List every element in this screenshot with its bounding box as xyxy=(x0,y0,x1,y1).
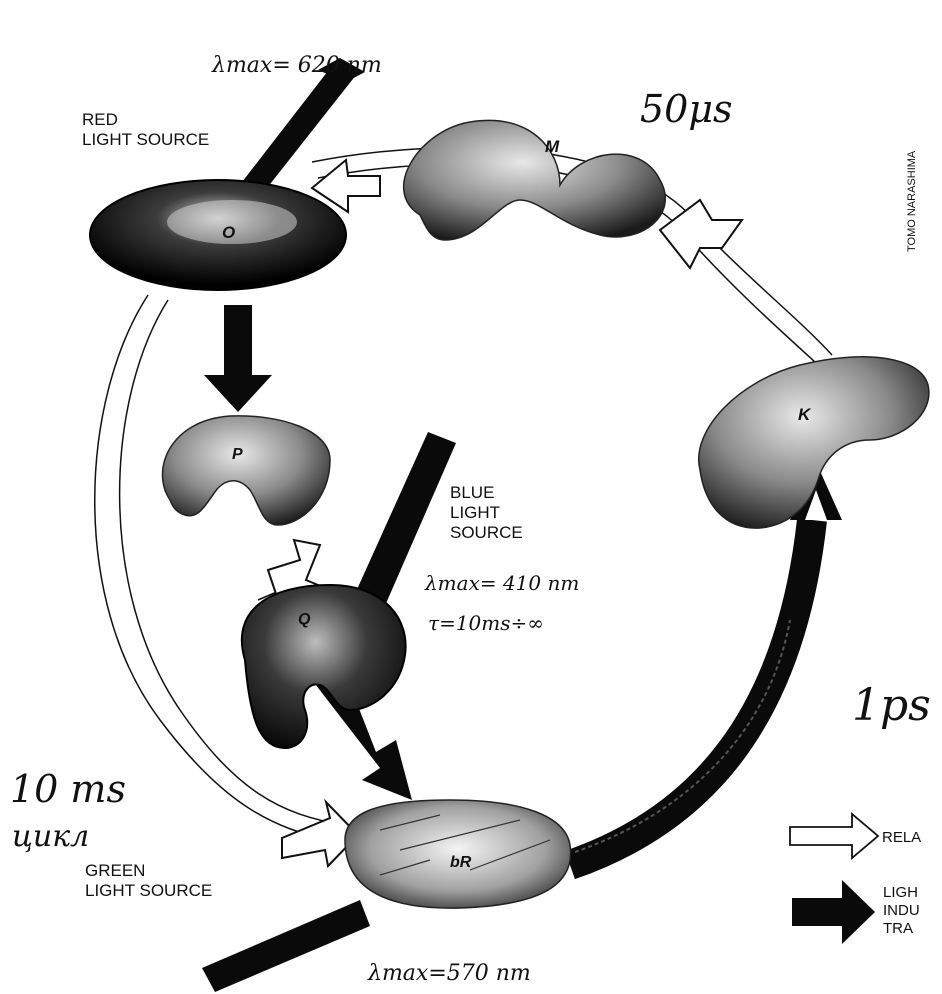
hand-k-time: 1ps xyxy=(852,680,931,731)
legend-light-induced-line1: LIGH xyxy=(883,884,918,901)
hand-cycle-word: цикл xyxy=(12,819,89,854)
state-P: P xyxy=(163,416,331,525)
state-bR-label: bR xyxy=(450,854,472,871)
credit-label: TOMO NARASHIMA xyxy=(906,150,918,252)
blue-light-label-line1: BLUE xyxy=(450,483,494,502)
hand-m-time: 50μs xyxy=(640,87,733,131)
blue-light-label-line2: LIGHT xyxy=(450,503,500,522)
hand-blue-tau: τ=10ms÷∞ xyxy=(428,611,544,635)
green-light-beam xyxy=(202,900,370,992)
legend: RELA LIGH INDU TRA xyxy=(790,814,921,944)
green-light-label-line1: GREEN xyxy=(85,861,145,880)
red-light-label-line1: RED xyxy=(82,110,118,129)
green-light-label: GREEN LIGHT SOURCE xyxy=(85,861,212,900)
green-light-label-line2: LIGHT SOURCE xyxy=(85,881,212,900)
state-bR: bR xyxy=(345,800,571,908)
blue-light-label-line3: SOURCE xyxy=(450,523,523,542)
red-light-label-line2: LIGHT SOURCE xyxy=(82,130,209,149)
red-light-label: RED LIGHT SOURCE xyxy=(82,110,209,149)
legend-light-induced-line3: TRA xyxy=(883,920,913,937)
state-M-label: M xyxy=(545,137,560,156)
hand-blue-lambda: λmax= 410 nm xyxy=(424,571,579,595)
state-M: M xyxy=(404,120,666,240)
hand-red-lambda: λmax= 620 nm xyxy=(211,53,382,78)
hand-cycle-time: 10 ms xyxy=(10,767,126,811)
blue-light-label: BLUE LIGHT SOURCE xyxy=(450,483,523,542)
legend-light-induced-arrow xyxy=(792,880,875,944)
bR-to-K-arrow xyxy=(570,462,842,865)
state-Q-label: Q xyxy=(298,611,311,628)
state-O-label: O xyxy=(222,223,235,242)
legend-light-induced-line2: INDU xyxy=(883,902,920,919)
legend-relax-arrow xyxy=(790,814,878,858)
relax-arrowheads xyxy=(268,160,742,866)
state-O: O xyxy=(90,180,346,290)
state-K-label: K xyxy=(798,405,812,424)
state-Q: Q xyxy=(242,585,406,748)
O-to-P-arrow xyxy=(204,305,272,412)
state-P-label: P xyxy=(232,446,243,463)
hand-green-lambda: λmax=570 nm xyxy=(367,961,531,986)
legend-relax-label: RELA xyxy=(882,829,921,846)
